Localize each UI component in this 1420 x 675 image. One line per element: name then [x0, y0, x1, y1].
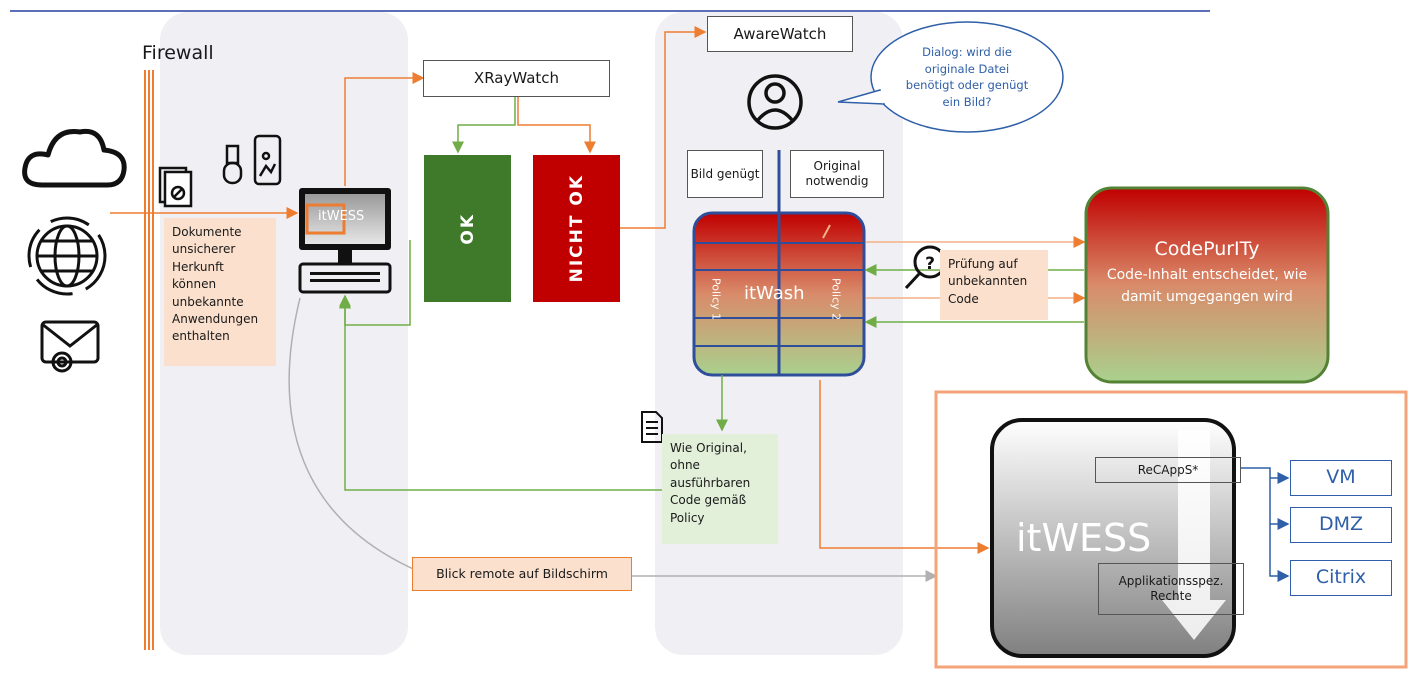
xraywatch-box: XRayWatch — [423, 60, 610, 97]
codepurity-box — [1084, 186, 1330, 384]
documents-icon — [158, 166, 193, 208]
itwess-big-box — [990, 418, 1236, 658]
pruefung-note: Prüfung auf unbekannten Code — [940, 250, 1048, 320]
recapps-box: ReCAppS* — [1095, 457, 1241, 483]
user-icon — [747, 74, 803, 130]
applikation-box: Applikationsspez. Rechte — [1098, 563, 1244, 615]
phone-icon — [253, 134, 282, 186]
nicht-ok-label: NICHT OK — [566, 174, 587, 283]
itwess-big-label: itWESS — [1016, 516, 1152, 560]
mail-icon — [40, 320, 100, 373]
original-notwendig-box: Original notwendig — [790, 150, 884, 198]
policy-1-label: Policy 1 — [708, 270, 724, 328]
blick-remote-box: Blick remote auf Bildschirm — [412, 557, 632, 591]
firewall-label: Firewall — [142, 42, 214, 64]
target-vm-box: VM — [1290, 460, 1392, 496]
codepurity-text: Code-Inhalt entscheidet, wie damit umgeg… — [1106, 267, 1308, 306]
codepurity-title: CodePurITy — [1154, 238, 1260, 260]
nicht-ok-box: NICHT OK — [533, 155, 620, 302]
usb-stick-icon — [222, 144, 243, 185]
top-rule — [10, 10, 1210, 12]
policy-1-text: Policy 1 — [709, 277, 723, 321]
itwess-area-frame — [934, 390, 1408, 669]
ok-label: OK — [457, 212, 478, 245]
firewall-wall — [144, 70, 154, 650]
target-dmz-box: DMZ — [1290, 507, 1392, 543]
policy-2-label: Policy 2 — [828, 270, 844, 328]
dialog-bubble-shape — [837, 21, 1064, 133]
dialog-text: Dialog: wird die originale Datei benötig… — [905, 45, 1029, 110]
globe-icon — [27, 216, 107, 296]
document-icon — [641, 411, 663, 443]
bild-genuegt-box: Bild genügt — [687, 150, 763, 198]
itwash-grid — [692, 150, 866, 377]
policy-2-text: Policy 2 — [829, 277, 843, 321]
documents-note: Dokumente unsicherer Herkunft können unb… — [164, 218, 276, 366]
computer-icon — [298, 188, 392, 294]
itwess-screen-label: itWESS — [318, 209, 365, 224]
itwash-label: itWash — [744, 283, 805, 304]
cloud-icon — [22, 128, 127, 188]
ok-box: OK — [424, 155, 511, 302]
wie-original-note: Wie Original, ohne ausführbaren Code gem… — [662, 434, 778, 544]
awarewatch-box: AwareWatch — [707, 16, 853, 52]
question-mark-glyph: ? — [925, 254, 935, 274]
target-citrix-box: Citrix — [1290, 560, 1392, 596]
